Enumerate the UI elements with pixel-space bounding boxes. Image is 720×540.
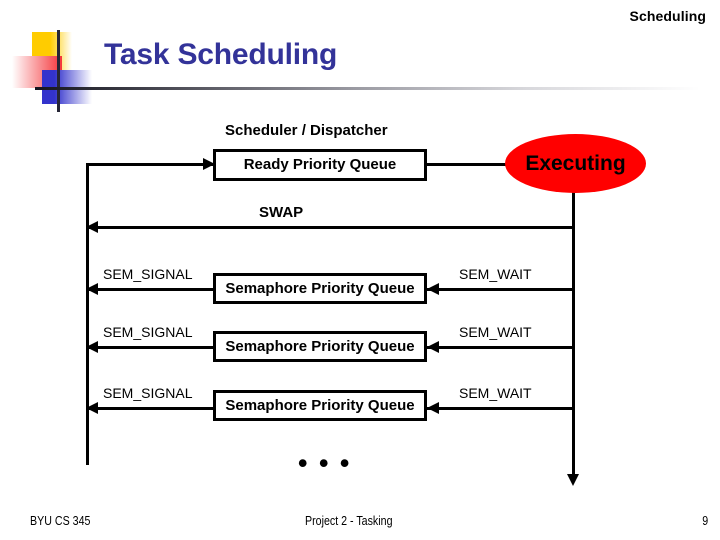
sem-signal-arrowhead-2 — [86, 341, 98, 353]
sem-wait-line-3 — [427, 407, 575, 410]
ready-queue-input-arrowhead — [203, 158, 215, 170]
footer-course: BYU CS 345 — [30, 513, 91, 528]
sem-signal-line-2 — [86, 346, 215, 349]
logo-vertical-rule — [57, 30, 60, 112]
sem-wait-arrowhead-1 — [427, 283, 439, 295]
scheduler-dispatcher-label: Scheduler / Dispatcher — [225, 122, 388, 139]
right-spine-line — [572, 190, 575, 482]
sem-wait-label-2: SEM_WAIT — [459, 324, 532, 340]
ready-priority-queue-box[interactable]: Ready Priority Queue — [213, 149, 427, 181]
sem-wait-arrowhead-3 — [427, 402, 439, 414]
right-spine-arrowhead — [567, 474, 579, 486]
semaphore-priority-queue-box-2[interactable]: Semaphore Priority Queue — [213, 331, 427, 362]
logo-horizontal-rule — [35, 87, 700, 90]
sem-signal-label-3: SEM_SIGNAL — [103, 385, 193, 401]
ready-to-executing-line — [427, 163, 522, 166]
sem-signal-line-3 — [86, 407, 215, 410]
footer-page-number: 9 — [702, 513, 708, 528]
sem-wait-line-1 — [427, 288, 575, 291]
sem-signal-label-2: SEM_SIGNAL — [103, 324, 193, 340]
sem-wait-label-1: SEM_WAIT — [459, 266, 532, 282]
sem-signal-arrowhead-1 — [86, 283, 98, 295]
page-title: Task Scheduling — [104, 38, 338, 71]
sem-wait-label-3: SEM_WAIT — [459, 385, 532, 401]
semaphore-priority-queue-box-3[interactable]: Semaphore Priority Queue — [213, 390, 427, 421]
left-spine-line — [86, 163, 89, 465]
swap-line — [86, 226, 575, 229]
sem-signal-label-1: SEM_SIGNAL — [103, 266, 193, 282]
ellipsis-more-queues: • • • — [298, 448, 352, 478]
executing-state-ellipse[interactable]: Executing — [505, 134, 646, 193]
swap-arrowhead — [86, 221, 98, 233]
ready-queue-input-line — [86, 163, 216, 166]
swap-label: SWAP — [259, 204, 304, 221]
sem-signal-line-1 — [86, 288, 215, 291]
sem-wait-line-2 — [427, 346, 575, 349]
sem-wait-arrowhead-2 — [427, 341, 439, 353]
header-tag: Scheduling — [629, 8, 706, 24]
footer-subject: Project 2 - Tasking — [305, 513, 393, 528]
sem-signal-arrowhead-3 — [86, 402, 98, 414]
semaphore-priority-queue-box-1[interactable]: Semaphore Priority Queue — [213, 273, 427, 304]
